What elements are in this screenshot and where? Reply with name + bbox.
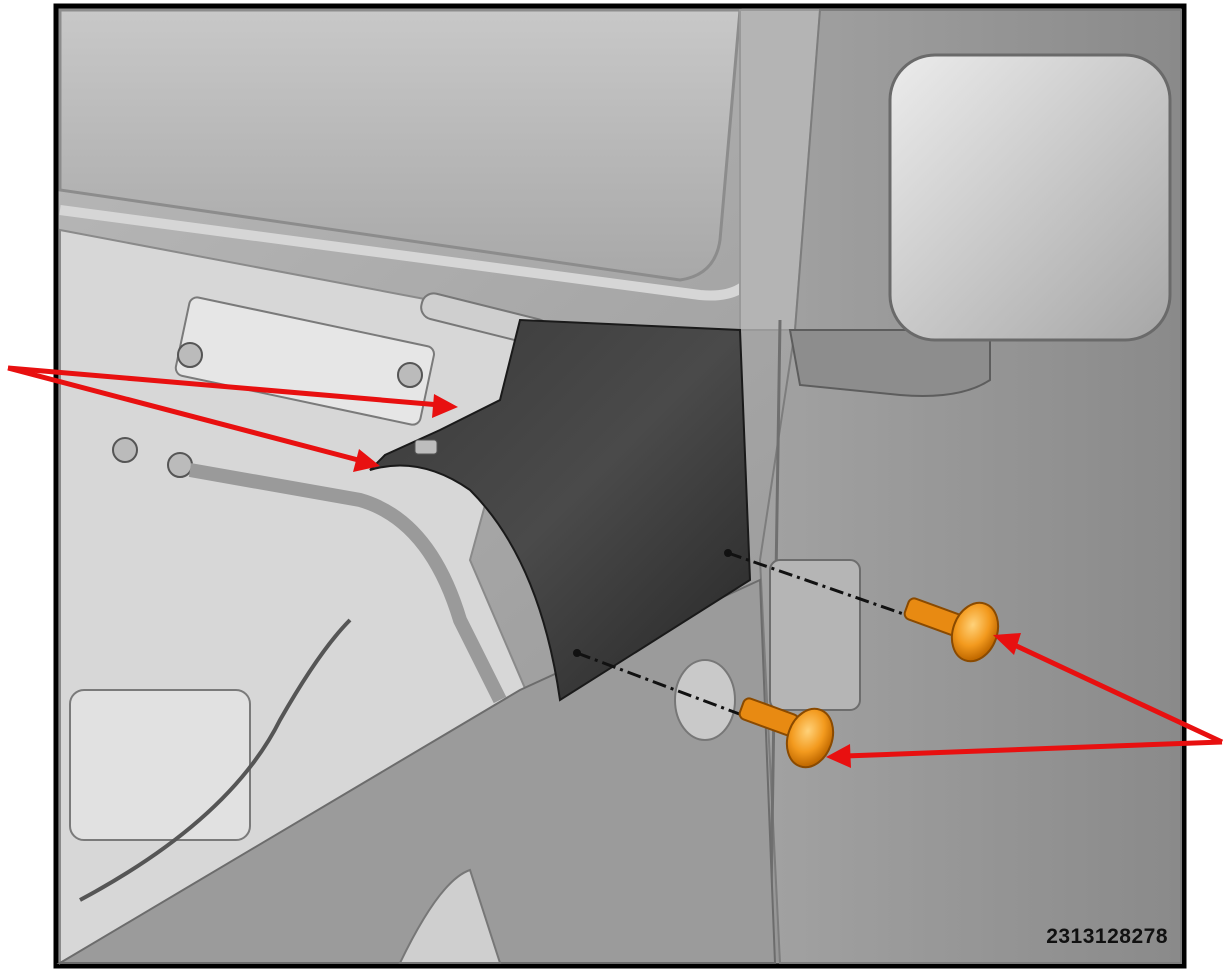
windshield-glass xyxy=(58,8,742,282)
screw-path-upper xyxy=(727,551,916,620)
bolt-4 xyxy=(167,452,193,478)
screw-path-lower xyxy=(576,651,751,720)
arrow-lower-clip xyxy=(7,365,380,472)
engine-component xyxy=(69,689,251,841)
trim-clip-tab xyxy=(414,439,438,455)
mirror-arm xyxy=(788,329,991,397)
bolt-3 xyxy=(112,437,138,463)
figure-id-label: 2313128278 xyxy=(1046,925,1168,948)
vent-grille xyxy=(398,868,502,964)
hood-hinge-plate xyxy=(174,296,435,426)
cowl-side-trim xyxy=(369,318,752,702)
lower-screw xyxy=(738,697,835,769)
arrow-lower-screw xyxy=(826,739,1223,768)
bolt-2 xyxy=(397,362,423,388)
arrow-upper-clip xyxy=(7,365,458,418)
upper-screw xyxy=(903,597,1000,663)
fender-inner-ridge xyxy=(188,463,507,704)
arrow-upper-screw xyxy=(993,633,1224,745)
wiring-harness xyxy=(79,618,352,902)
mirror-housing xyxy=(888,53,1172,342)
callout-arrows xyxy=(7,365,1224,768)
bolt-1 xyxy=(177,342,203,368)
